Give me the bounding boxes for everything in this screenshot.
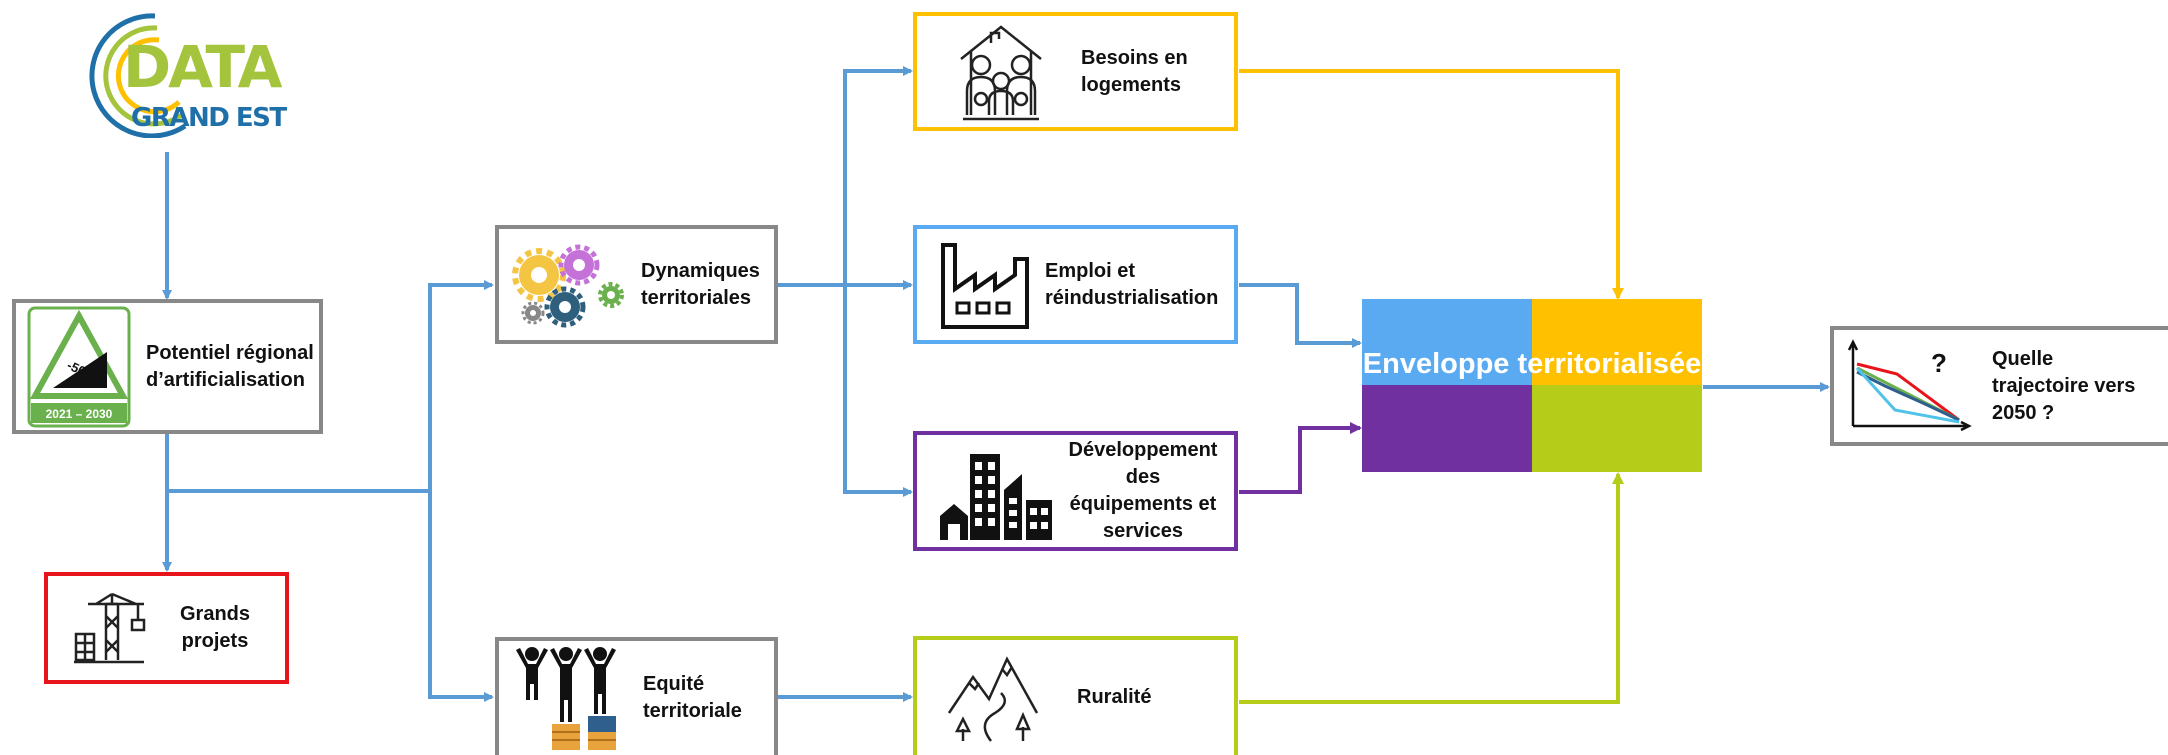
arrow-to-developpement [843, 285, 913, 497]
gears-icon [507, 235, 627, 335]
logo-data-text: DATA [123, 33, 282, 101]
label-dynamiques-territoriales: Dynamiques territoriales [641, 259, 760, 309]
envelope-territorialisee: Enveloppe territorialisée [1362, 299, 1702, 472]
node-dynamiques-territoriales: Dynamiques territoriales [495, 225, 778, 344]
envelope-quadrant-green [1532, 385, 1702, 472]
factory-icon [935, 235, 1035, 335]
logo-arcs-icon [89, 13, 187, 138]
people-equity-icon [507, 643, 627, 753]
arrow-developpement-to-envelope [1239, 422, 1362, 494]
arrow-ruralite-to-envelope [1239, 472, 1624, 704]
node-ruralite: Ruralité [913, 636, 1238, 755]
data-grand-est-logo: DATA GRAND EST [45, 8, 295, 138]
envelope-quadrant-yellow [1532, 299, 1702, 385]
envelope-quadrant-purple [1362, 385, 1532, 472]
family-house-icon [951, 18, 1051, 126]
label-ruralite: Ruralité [1077, 686, 1152, 708]
arrow-besoins-to-envelope [1239, 69, 1624, 300]
mountains-trees-icon [943, 650, 1043, 746]
envelope-label: Enveloppe territorialisée [1362, 348, 1702, 380]
node-emploi-reindustrialisation: Emploi et réindustrialisation [913, 225, 1238, 344]
label-potentiel-regional: Potentiel régional d’artificialisation [146, 341, 314, 391]
logo-grand-est-text: GRAND EST [131, 103, 287, 133]
arrow-emploi-to-envelope [1239, 283, 1362, 348]
label-grands-projets: Grands projets [179, 603, 251, 652]
arrow-to-equite [428, 491, 494, 702]
node-potentiel-regional: -50% 2021 – 2030 Potentiel régional d’ar… [12, 299, 323, 434]
label-besoins-logements: Besoins en logements [1081, 46, 1188, 96]
crane-icon [66, 588, 150, 668]
node-equite-territoriale: Equité territoriale [495, 637, 778, 755]
node-developpement-equipements: Développement des équipements et service… [913, 431, 1238, 551]
trajectory-question-mark: ? [1931, 348, 1947, 378]
label-trajectoire-2050: Quelle trajectoire vers 2050 ? [1992, 347, 2136, 424]
envelope-quadrant-blue [1362, 299, 1532, 385]
arrow-to-dynamiques [428, 280, 494, 491]
node-besoins-logements: Besoins en logements [913, 12, 1238, 131]
label-equite-territoriale: Equité territoriale [643, 673, 742, 722]
arrow-to-besoins [843, 66, 913, 285]
slope-sign-icon: -50% 2021 – 2030 [24, 304, 134, 429]
node-trajectoire-2050: ? Quelle trajectoire vers 2050 ? [1830, 326, 2168, 446]
trajectory-chart-icon: ? [1844, 336, 1974, 436]
buildings-icon [937, 439, 1055, 543]
label-emploi-reindustrialisation: Emploi et réindustrialisation [1045, 259, 1219, 309]
node-grands-projets: Grands projets [44, 572, 289, 684]
potentiel-icon-years: 2021 – 2030 [46, 407, 113, 421]
label-developpement-equipements: Développement des équipements et service… [1068, 439, 1218, 542]
